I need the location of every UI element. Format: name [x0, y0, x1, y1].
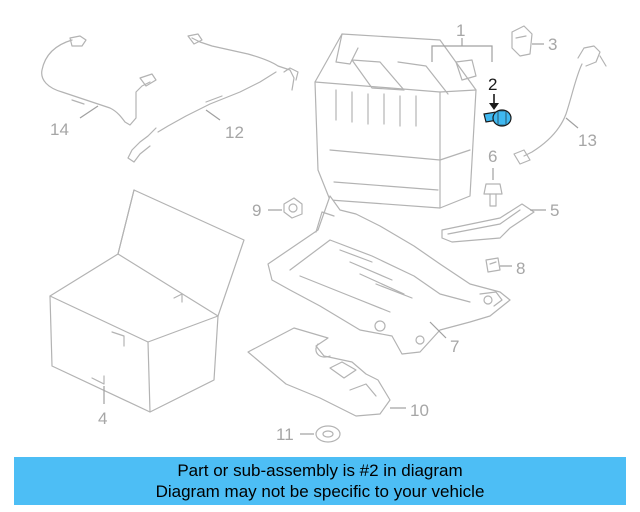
part-5-hold-down-bracket [441, 203, 535, 243]
part-14-cable [41, 35, 157, 126]
callout-6: 6 [488, 147, 497, 166]
callout-7: 7 [450, 337, 459, 356]
part-1-battery [314, 33, 477, 209]
part-11-grommet [315, 425, 341, 443]
callout-13: 13 [578, 131, 597, 150]
part-4-battery-box [49, 189, 245, 413]
part-7-battery-tray [267, 195, 511, 355]
callout-10: 10 [410, 401, 429, 420]
part-3-terminal-cover [511, 25, 533, 57]
part-13-sensor-cable [513, 45, 607, 165]
banner-line-1: Part or sub-assembly is #2 in diagram [177, 461, 463, 480]
info-banner: Part or sub-assembly is #2 in diagram Di… [14, 457, 626, 505]
part-10-insulator-pad [247, 327, 391, 417]
part-12-cable [127, 33, 299, 163]
callout-3: 3 [548, 35, 557, 54]
callout-2: 2 [488, 75, 497, 94]
callout-4: 4 [98, 409, 107, 428]
part-9-nut [283, 197, 303, 219]
callout-9: 9 [252, 201, 261, 220]
part-8-bolt [485, 257, 501, 273]
callout-12: 12 [225, 123, 244, 142]
callout-5: 5 [550, 201, 559, 220]
callout-14: 14 [50, 120, 69, 139]
banner-line-2: Diagram may not be specific to your vehi… [155, 482, 485, 501]
callout-8: 8 [516, 259, 525, 278]
callout-1: 1 [456, 21, 465, 40]
callout-11: 11 [276, 425, 294, 444]
parts-diagram: 14 12 1 3 2 [41, 21, 607, 444]
part-2-bolt [483, 109, 512, 127]
part-6-bolt [483, 183, 503, 207]
